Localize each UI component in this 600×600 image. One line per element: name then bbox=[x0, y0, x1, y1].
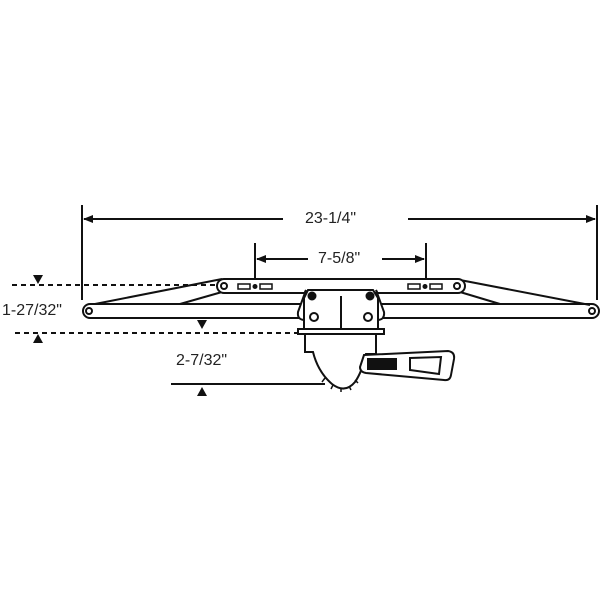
overall-length-dimension bbox=[81, 205, 598, 300]
operator-body bbox=[296, 289, 386, 392]
track-length-dimension bbox=[254, 243, 427, 278]
track-length-label: 7-5/8" bbox=[318, 250, 361, 268]
handle-drop-label: 2-7/32" bbox=[176, 352, 228, 370]
handle-drop-dimension bbox=[171, 383, 325, 396]
top-track bbox=[216, 278, 466, 294]
arm-height-label: 1-27/32" bbox=[2, 302, 62, 320]
crank-handle bbox=[358, 349, 456, 382]
overall-length-label: 23-1/4" bbox=[305, 210, 357, 228]
link-arms bbox=[94, 278, 591, 306]
height-dimension bbox=[12, 275, 300, 343]
